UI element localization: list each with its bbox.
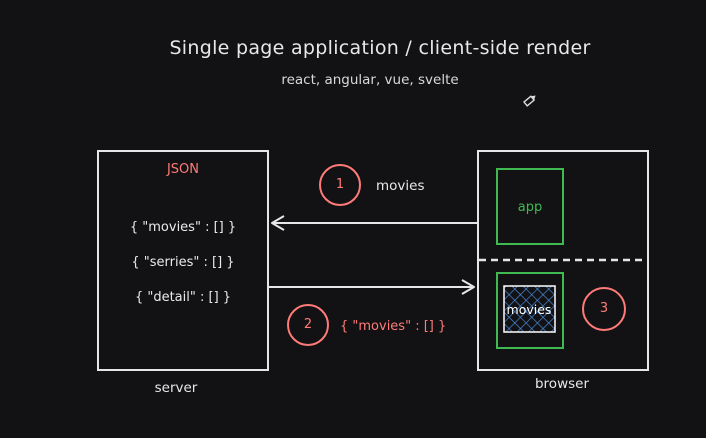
json-line-serries: { "serries" : [] }	[131, 255, 235, 270]
step-2-payload: { "movies" : [] }	[340, 319, 447, 334]
browser-label: browser	[534, 376, 589, 392]
server-label: server	[154, 380, 198, 396]
movies-hatched-box	[503, 285, 556, 333]
json-line-movies: { "movies" : [] }	[129, 220, 237, 235]
response-arrow-head	[461, 279, 475, 295]
json-line-detail: { "detail" : [] }	[134, 290, 232, 305]
step-3-number: 3	[599, 301, 609, 316]
step-3-circle	[582, 287, 626, 331]
step-1-circle	[319, 164, 361, 206]
app-label: app	[517, 200, 543, 215]
page-title: Single page application / client-side re…	[169, 37, 591, 59]
pointer-cursor-icon	[523, 95, 536, 107]
page-subtitle: react, angular, vue, svelte	[281, 72, 459, 88]
request-arrow-head	[271, 215, 285, 231]
movies-component-label: movies	[506, 302, 552, 317]
step-2-circle	[287, 304, 329, 346]
json-title: JSON	[166, 162, 200, 177]
step-2-number: 2	[303, 317, 313, 332]
browser-box	[477, 150, 649, 371]
server-box	[97, 150, 269, 371]
movies-container-box	[496, 272, 564, 349]
app-box	[496, 168, 564, 245]
step-1-label: movies	[376, 178, 425, 194]
step-1-number: 1	[335, 177, 345, 192]
